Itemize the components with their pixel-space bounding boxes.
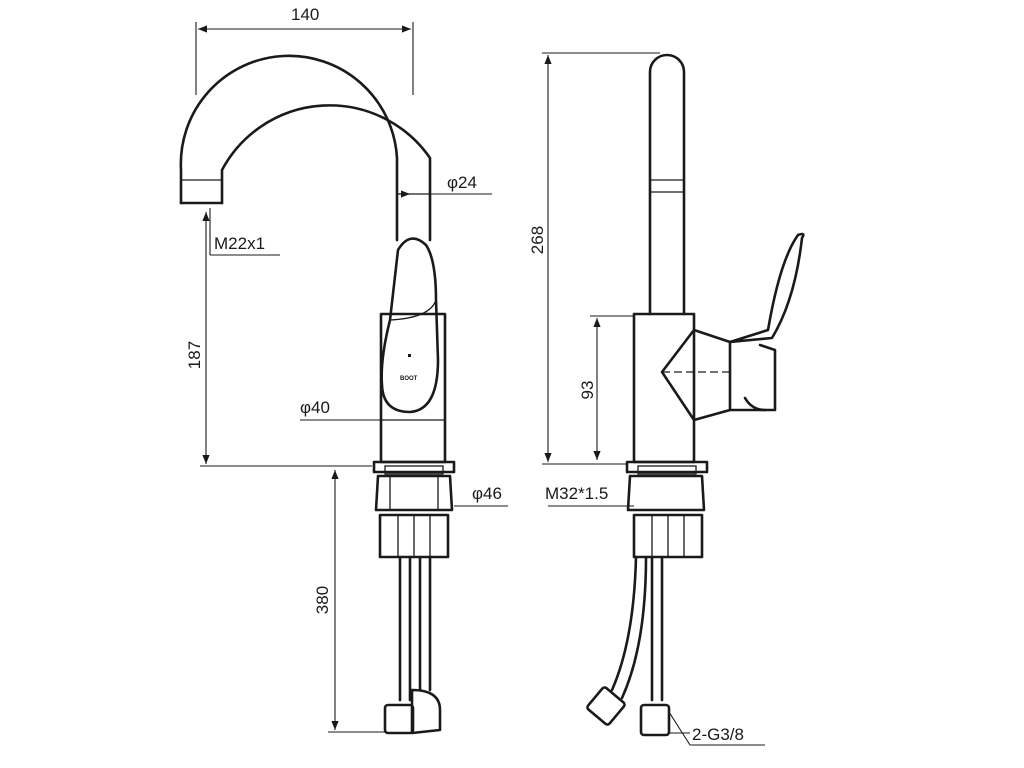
dim-total-height: 268: [528, 226, 547, 254]
lever-inner-curve: [389, 299, 437, 321]
hose-right: [418, 555, 432, 692]
base-flange: [372, 460, 456, 474]
side-lever-handle: [728, 232, 805, 412]
side-mount-nut: [626, 474, 706, 512]
dim-base-diameter: φ46: [472, 484, 502, 503]
side-body: [632, 312, 696, 464]
front-view: BOOT: [179, 54, 456, 735]
dim-hose-thread: 2-G3/8: [692, 725, 744, 744]
side-lever-cone: [660, 328, 732, 422]
logo-mark: BOOT: [400, 376, 418, 382]
side-lever-grip: [743, 396, 767, 412]
side-hose-straight: [650, 555, 664, 702]
dim-aerator-thread: M22x1: [214, 234, 265, 253]
dim-shank-length: 380: [313, 586, 332, 614]
dim-mount-thread: M32*1.5: [545, 484, 608, 503]
side-hose-bent: [610, 555, 648, 700]
dim-lever-height: 93: [578, 381, 597, 400]
side-view: [586, 53, 805, 737]
side-thread-ring: [637, 465, 697, 475]
logo-dot: [408, 354, 411, 357]
thread-ring: [384, 465, 444, 475]
dim-spout-tube: φ24: [447, 173, 477, 192]
spout-inner: [220, 104, 432, 242]
side-dimensions: 268 93 M32*1.5 2-G3/8: [528, 52, 765, 746]
hose-fitting-right: [410, 688, 442, 735]
side-hose-fitting-straight: [639, 703, 671, 737]
side-base-flange: [625, 460, 709, 474]
front-dimensions: 140 φ24 M22x1 187 φ40 φ46 380: [185, 5, 508, 733]
mount-nut: [374, 474, 454, 512]
dim-spout-height: 187: [185, 341, 204, 369]
hose-left: [398, 555, 412, 702]
dim-body-diameter: φ40: [300, 398, 330, 417]
side-hose-fitting-bent: [586, 686, 626, 726]
lever-front: [380, 237, 440, 414]
dim-spout-reach: 140: [291, 5, 319, 24]
side-spout: [648, 53, 686, 316]
spout-outer: [179, 54, 399, 242]
hose-fitting-left: [383, 703, 415, 735]
